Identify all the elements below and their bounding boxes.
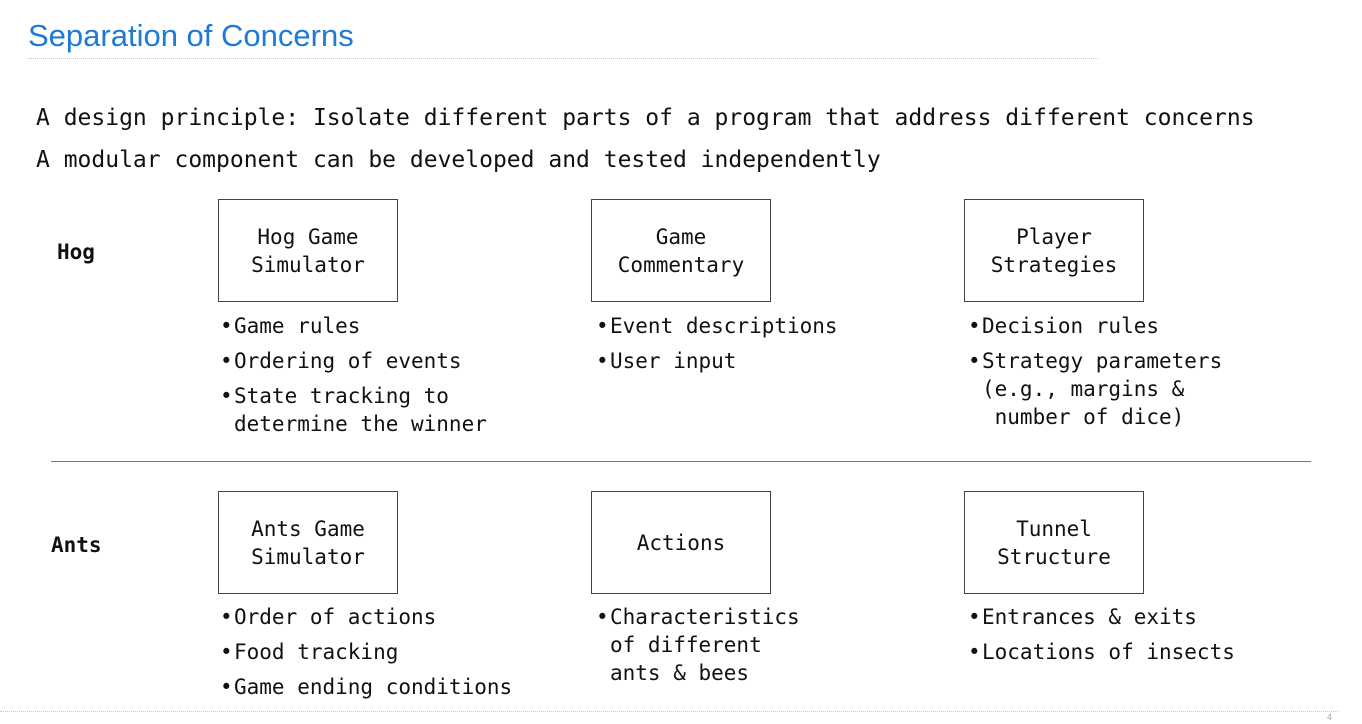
actions-bullets: Characteristics of different ants & bees — [596, 603, 800, 694]
bullet-item: Characteristics of different ants & bees — [596, 603, 800, 687]
actions-box: Actions — [591, 491, 771, 594]
bullet-item: State tracking to determine the winner — [220, 382, 487, 438]
hog-simulator-box: Hog Game Simulator — [218, 199, 398, 302]
bullet-item: Game ending conditions — [220, 673, 512, 701]
game-commentary-bullets: Event descriptions User input — [596, 312, 838, 382]
bullet-item: Order of actions — [220, 603, 512, 631]
hog-row-label: Hog — [57, 240, 95, 264]
bullet-item: Ordering of events — [220, 347, 487, 375]
tunnel-structure-box: Tunnel Structure — [964, 491, 1144, 594]
slide-title: Separation of Concerns — [28, 18, 354, 53]
game-commentary-box: Game Commentary — [591, 199, 771, 302]
bullet-item: Locations of insects — [968, 638, 1235, 666]
bullet-item: Food tracking — [220, 638, 512, 666]
ants-simulator-box: Ants Game Simulator — [218, 491, 398, 594]
page-number: 4 — [1326, 712, 1332, 722]
footer-divider — [0, 711, 1338, 712]
bullet-item: Event descriptions — [596, 312, 838, 340]
player-strategies-box: Player Strategies — [964, 199, 1144, 302]
ants-row-label: Ants — [51, 533, 102, 557]
ants-simulator-bullets: Order of actions Food tracking Game endi… — [220, 603, 512, 708]
hog-simulator-bullets: Game rules Ordering of events State trac… — [220, 312, 487, 445]
title-divider — [28, 58, 1098, 59]
statement-design-principle: A design principle: Isolate different pa… — [36, 105, 1255, 131]
row-separator — [51, 461, 1311, 462]
statement-modular-component: A modular component can be developed and… — [36, 147, 881, 173]
tunnel-structure-bullets: Entrances & exits Locations of insects — [968, 603, 1235, 673]
bullet-item: User input — [596, 347, 838, 375]
bullet-item: Strategy parameters (e.g., margins & num… — [968, 347, 1222, 431]
bullet-item: Entrances & exits — [968, 603, 1235, 631]
bullet-item: Game rules — [220, 312, 487, 340]
bullet-item: Decision rules — [968, 312, 1222, 340]
player-strategies-bullets: Decision rules Strategy parameters (e.g.… — [968, 312, 1222, 438]
